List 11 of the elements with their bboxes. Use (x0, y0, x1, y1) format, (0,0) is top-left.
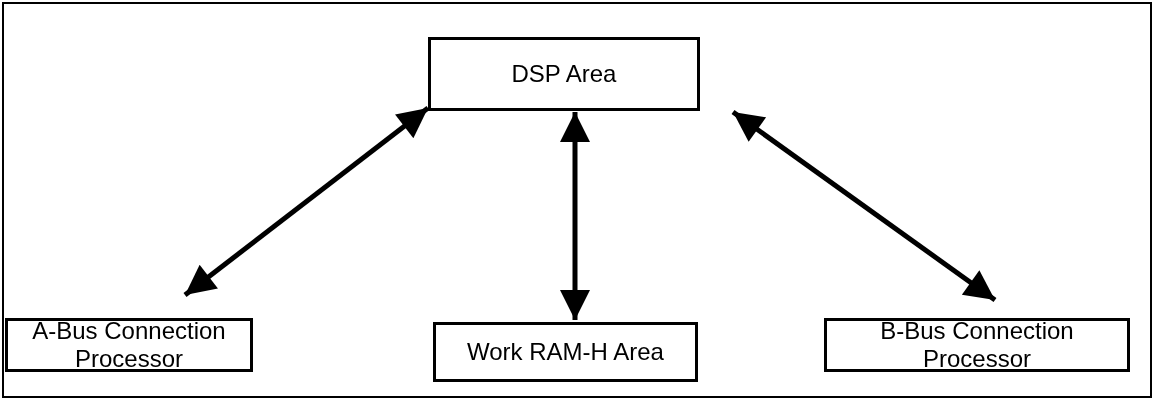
double-arrow (731, 109, 997, 303)
process-box (433, 322, 698, 382)
process-box (824, 318, 1130, 372)
double-arrow (560, 112, 590, 320)
box-label: DSP Area (511, 60, 617, 88)
process-box (428, 37, 700, 111)
box-label: B-Bus Connection Processor (879, 317, 1075, 373)
process-box (5, 318, 253, 372)
box-label: A-Bus Connection Processor (31, 317, 227, 373)
box-label: Work RAM-H Area (467, 338, 664, 366)
double-arrow (183, 106, 430, 297)
